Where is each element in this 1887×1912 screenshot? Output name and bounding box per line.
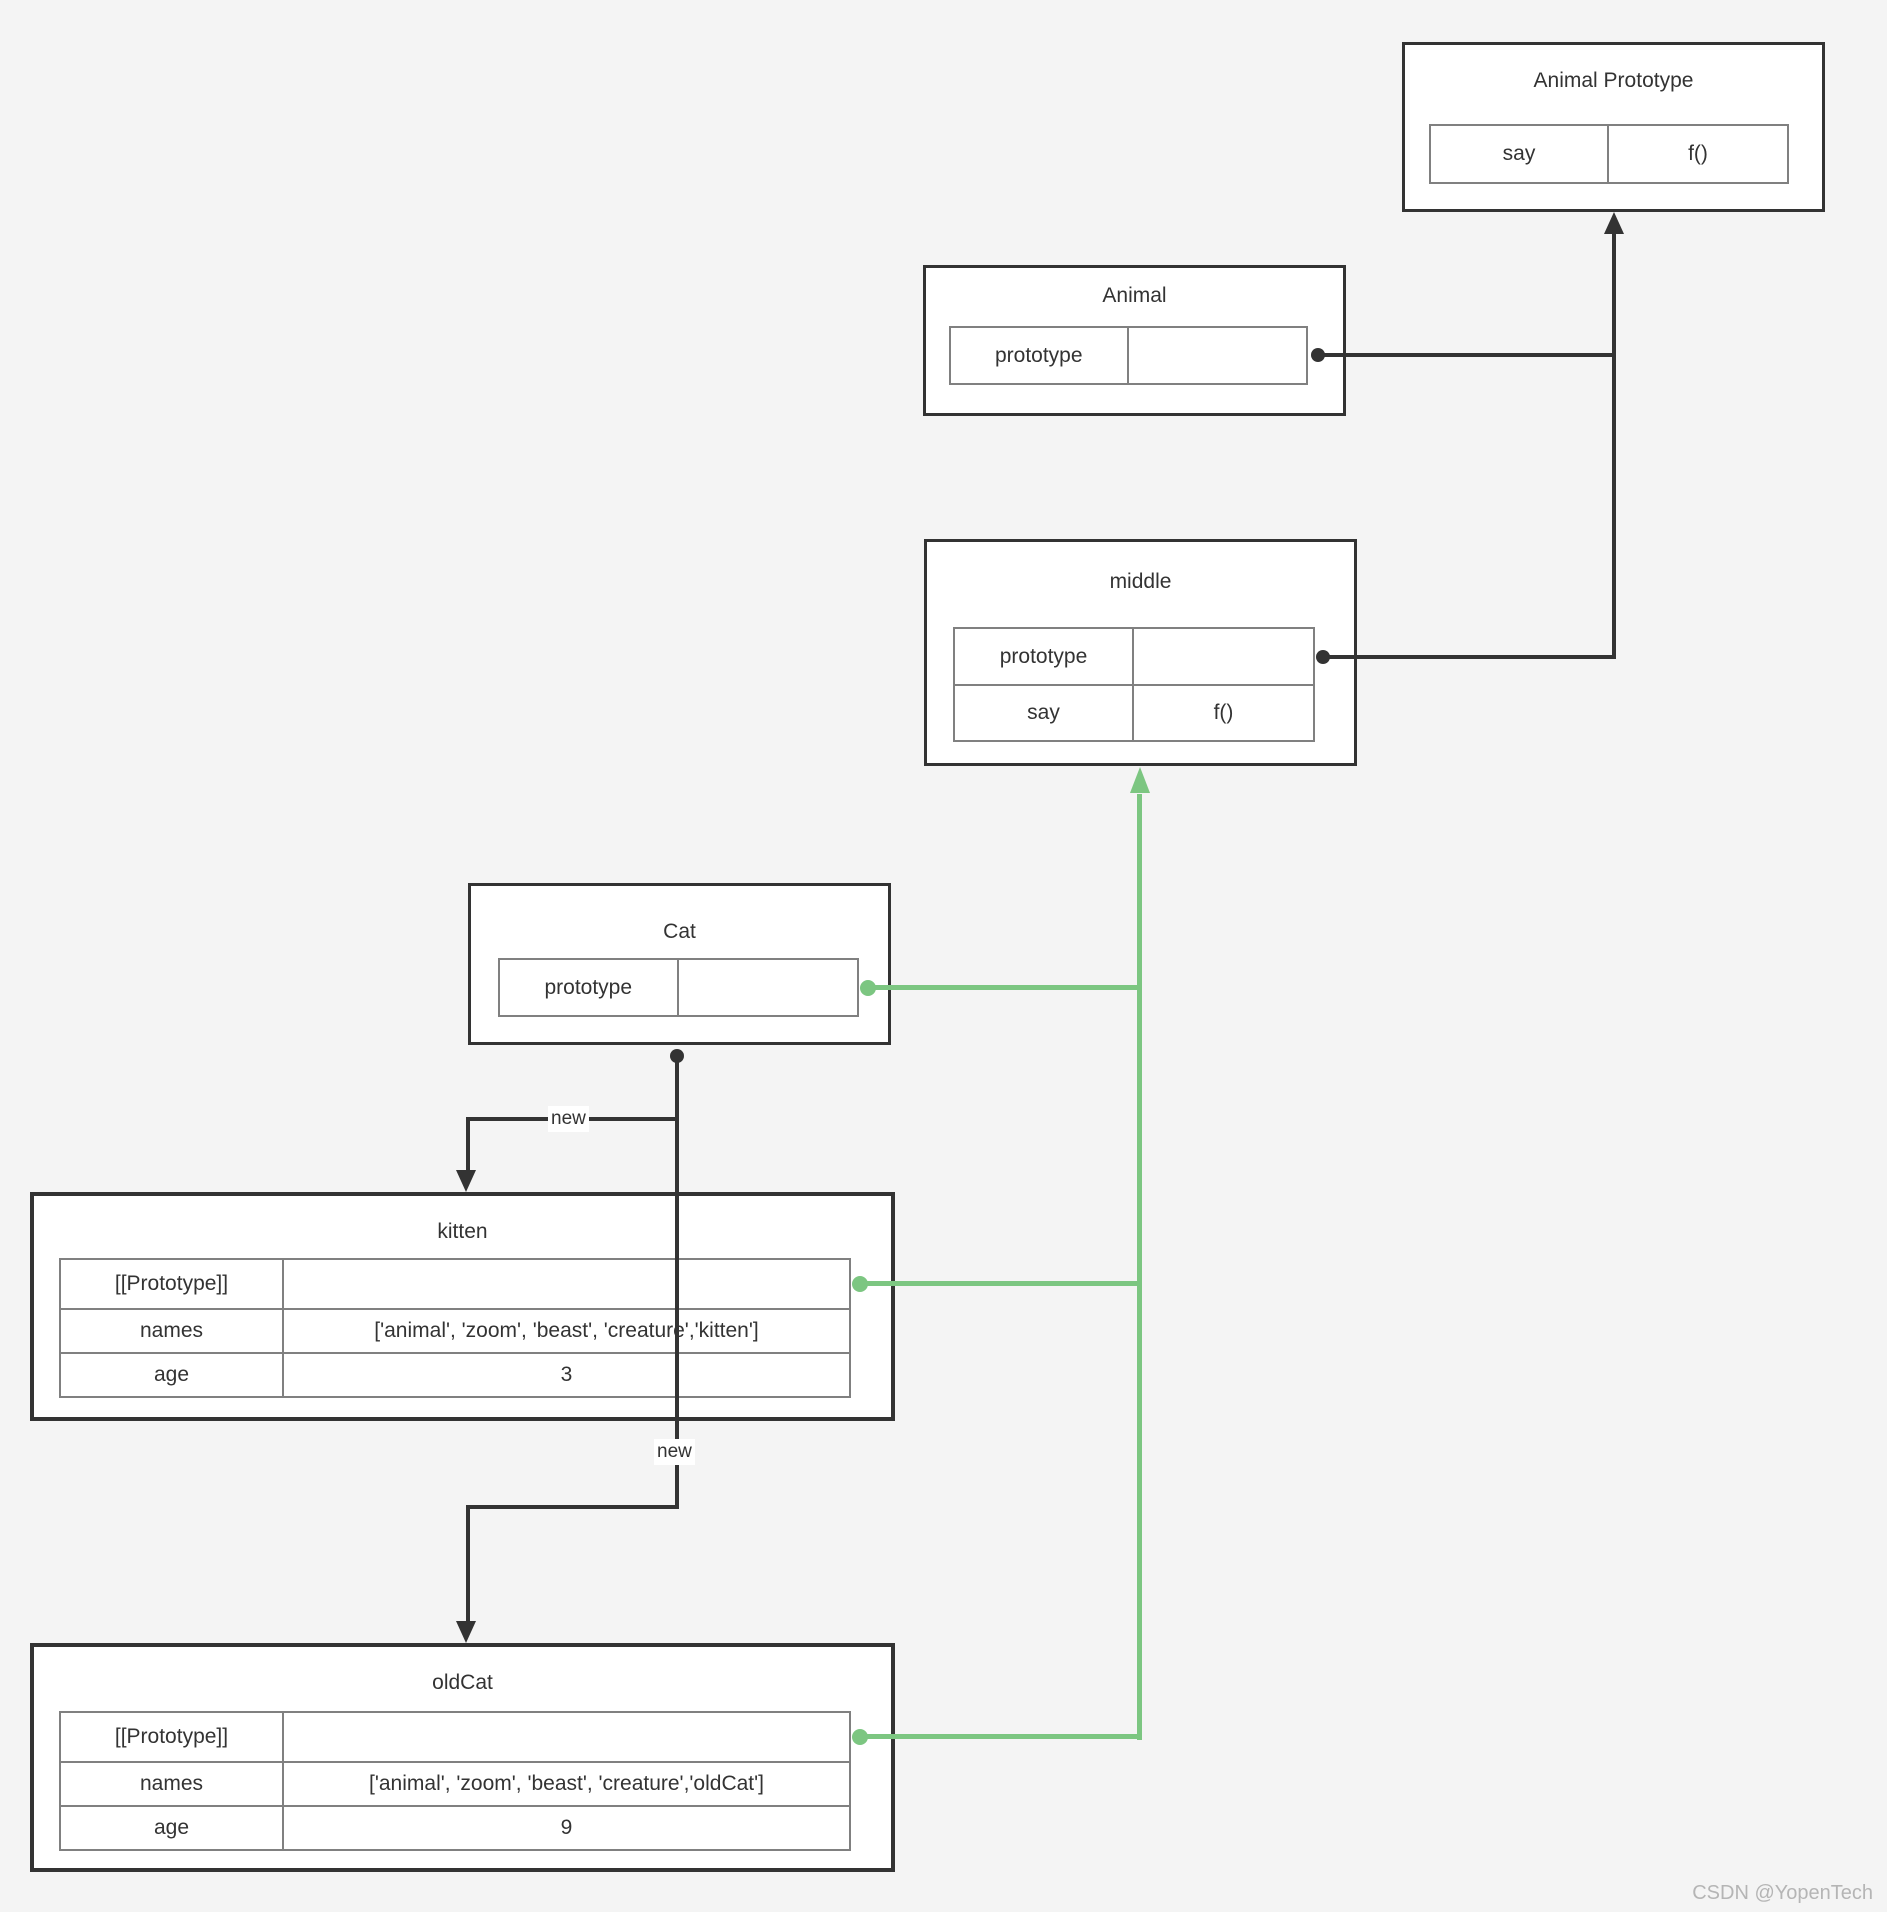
kitten-table: [[Prototype]] names ['animal', 'zoom', '… (59, 1258, 851, 1398)
middle-prototype-edge-horizontal (1323, 655, 1616, 659)
field-label: [[Prototype]] (61, 1713, 284, 1761)
oldcat-green-edge-dot (852, 1729, 868, 1745)
field-value (1134, 629, 1313, 684)
oldcat-green-edge-horizontal (860, 1734, 1142, 1739)
cat-table: prototype (498, 958, 859, 1017)
cat-title: Cat (663, 920, 696, 943)
field-label: age (61, 1807, 284, 1849)
animal-prototype-edge-dot (1311, 348, 1325, 362)
new-kitten-edge-vertical (466, 1117, 470, 1174)
new-edge-label-oldcat: new (654, 1439, 695, 1465)
table-row: age 9 (61, 1805, 849, 1849)
table-row: names ['animal', 'zoom', 'beast', 'creat… (61, 1308, 849, 1352)
table-row: names ['animal', 'zoom', 'beast', 'creat… (61, 1761, 849, 1805)
table-row: age 3 (61, 1352, 849, 1396)
field-value (1129, 328, 1307, 383)
table-row: prototype (500, 960, 857, 1015)
cat-green-edge-horizontal (868, 985, 1142, 990)
watermark-text: CSDN @YopenTech (1692, 1882, 1873, 1904)
animal-prototype-table: say f() (1429, 124, 1789, 184)
new-oldcat-edge-vertical (466, 1505, 470, 1625)
table-row: say f() (955, 684, 1313, 740)
field-value (284, 1713, 849, 1761)
middle-prototype-edge-dot (1316, 650, 1330, 664)
field-label: say (1431, 126, 1609, 182)
prototype-chain-vertical-line (1612, 231, 1616, 659)
field-value (679, 960, 858, 1015)
oldcat-box: oldCat [[Prototype]] names ['animal', 'z… (30, 1643, 895, 1872)
field-label: [[Prototype]] (61, 1260, 284, 1308)
field-label: names (61, 1310, 284, 1352)
green-arrow-up-into-middle (1130, 767, 1150, 793)
animal-title: Animal (1102, 284, 1167, 307)
field-value: f() (1688, 142, 1708, 165)
animal-prototype-box: Animal Prototype say f() (1402, 42, 1825, 212)
field-value (284, 1260, 849, 1308)
table-row: say f() (1431, 126, 1787, 182)
kitten-title: kitten (437, 1220, 488, 1243)
arrow-up-into-animal-prototype (1604, 212, 1624, 234)
new-oldcat-edge-horizontal (466, 1505, 679, 1509)
kitten-green-edge-horizontal (860, 1281, 1142, 1286)
new-edge-label-kitten: new (548, 1106, 589, 1132)
cat-constructor-vertical-line (675, 1056, 679, 1509)
field-value: f() (1213, 701, 1234, 724)
cat-box: Cat prototype (468, 883, 891, 1045)
field-label: prototype (951, 328, 1129, 383)
oldcat-table: [[Prototype]] names ['animal', 'zoom', '… (59, 1711, 851, 1851)
field-label: age (61, 1354, 284, 1396)
animal-table: prototype (949, 326, 1308, 385)
middle-table: prototype say f() (953, 627, 1315, 742)
animal-prototype-title: Animal Prototype (1533, 69, 1694, 92)
field-value: 9 (560, 1816, 573, 1839)
field-label: names (61, 1763, 284, 1805)
animal-box: Animal prototype (923, 265, 1346, 416)
field-value: 3 (560, 1363, 573, 1386)
kitten-green-edge-dot (852, 1276, 868, 1292)
arrow-down-into-oldcat (456, 1621, 476, 1643)
middle-title: middle (1109, 570, 1172, 593)
arrow-down-into-kitten (456, 1170, 476, 1192)
animal-prototype-edge-horizontal (1318, 353, 1616, 357)
middle-box: middle prototype say f() (924, 539, 1357, 766)
field-label: say (955, 686, 1134, 740)
field-value: ['animal', 'zoom', 'beast', 'creature','… (369, 1772, 764, 1795)
field-label: prototype (500, 960, 679, 1015)
oldcat-title: oldCat (432, 1671, 493, 1694)
field-label: prototype (955, 629, 1134, 684)
field-value: ['animal', 'zoom', 'beast', 'creature','… (374, 1319, 759, 1342)
table-row: [[Prototype]] (61, 1713, 849, 1761)
cat-green-edge-dot (860, 980, 876, 996)
table-row: prototype (955, 629, 1313, 684)
green-prototype-vertical-line (1137, 794, 1142, 1740)
table-row: [[Prototype]] (61, 1260, 849, 1308)
table-row: prototype (951, 328, 1306, 383)
kitten-box: kitten [[Prototype]] names ['animal', 'z… (30, 1192, 895, 1421)
